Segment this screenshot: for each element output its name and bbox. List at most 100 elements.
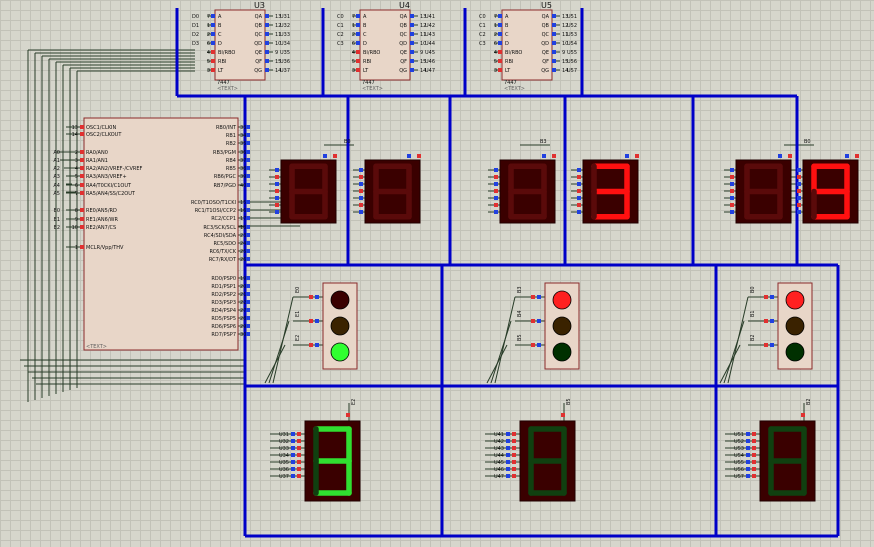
decoder-pin-num: 11 — [275, 32, 281, 38]
lamp-yellow — [785, 316, 805, 336]
top-display-net: B0 — [344, 139, 351, 145]
decoder-pin-name: QF — [400, 59, 407, 65]
pin-marker — [291, 453, 295, 457]
mcu-pin-name: RD2/PSP2 — [211, 292, 236, 298]
pin-marker — [531, 343, 535, 347]
bottom-display-pin: U56 — [734, 467, 744, 473]
pin-marker — [797, 182, 801, 186]
pin-marker — [506, 439, 510, 443]
decoder-pin-num: 15 — [275, 59, 281, 65]
pin-marker — [498, 14, 502, 18]
pin-marker — [275, 182, 279, 186]
decoder-out-net: U33 — [280, 32, 290, 38]
mcu-net-label: A0 — [53, 150, 60, 156]
bottom-display-pin: U41 — [494, 432, 504, 438]
decoder-pin-name: QA — [542, 14, 550, 20]
pin-marker — [80, 217, 84, 221]
decoder-pin-name: B — [505, 23, 509, 29]
decoder-pin-num: 11 — [562, 32, 568, 38]
bottom-display-pin: U57 — [734, 474, 744, 480]
mcu-pin-name: RD7/PSP7 — [211, 332, 236, 338]
lamp-green — [552, 342, 572, 362]
pin-marker — [291, 467, 295, 471]
pin-marker — [246, 158, 250, 162]
pin-marker — [410, 68, 414, 72]
mcu-body — [83, 117, 239, 351]
pin-marker — [246, 257, 250, 261]
pin-marker — [246, 150, 250, 154]
decoder-pin-num: 1 — [494, 23, 497, 29]
lamp-green — [330, 342, 350, 362]
pin-marker — [577, 168, 581, 172]
pin-marker — [410, 41, 414, 45]
bottom-display-pin: U31 — [279, 432, 289, 438]
decoder-pin-num: 3 — [352, 68, 355, 74]
decoder-pin-num: 1 — [207, 23, 210, 29]
decoder-pin-num: 12 — [420, 23, 426, 29]
mcu-pin-num: 39 — [240, 174, 246, 180]
pin-marker — [537, 319, 541, 323]
pin-marker — [359, 189, 363, 193]
lamp-red — [330, 290, 350, 310]
pin-marker — [552, 14, 556, 18]
bottom-display-net: B2 — [806, 398, 812, 405]
bottom-display-pin: U44 — [494, 453, 504, 459]
mcu-pin-num: 33 — [240, 125, 246, 131]
lamp-yellow — [552, 316, 572, 336]
pin-marker — [291, 432, 295, 436]
pin-marker — [246, 208, 250, 212]
decoder-in-net: C3 — [479, 41, 486, 47]
mcu-pin-name: RD0/PSP0 — [211, 276, 236, 282]
bottom-display-pin: U34 — [279, 453, 289, 459]
pin-marker — [275, 168, 279, 172]
pin-marker — [275, 175, 279, 179]
mcu-pin-name: RB2 — [226, 141, 236, 147]
decoder-pin-name: BI/RBO — [363, 50, 380, 56]
mcu-pin-name: RB3/PGM — [213, 150, 236, 156]
mcu-pin-num: 6 — [75, 183, 78, 189]
decoder-in-net: C1 — [479, 23, 486, 29]
pin-marker — [291, 439, 295, 443]
mcu-pin-name: RC2/CCP1 — [211, 216, 236, 222]
pin-marker — [506, 467, 510, 471]
pic-microcontroller[interactable]: OSC1/CLKIN13OSC2/CLKOUT14RA0/AN02A0RA1/A… — [53, 117, 250, 351]
mcu-pin-num: 21 — [240, 292, 246, 298]
pin-marker — [246, 174, 250, 178]
lamp-yellow — [330, 316, 350, 336]
pin-marker — [746, 432, 750, 436]
decoder-pin-num: 13 — [275, 14, 281, 20]
pin-marker — [246, 324, 250, 328]
decoder-out-net: U46 — [425, 59, 435, 65]
pin-marker — [80, 225, 84, 229]
pin-marker — [359, 168, 363, 172]
decoder-out-net: U45 — [425, 50, 435, 56]
decoder-pin-num: 13 — [420, 14, 426, 20]
mcu-pin-num: 34 — [240, 133, 246, 139]
pin-marker — [498, 59, 502, 63]
mcu-pin-name: RC7/RX/DT — [209, 257, 237, 263]
decoder-pin-num: 6 — [207, 41, 210, 47]
decoder-out-net: U51 — [567, 14, 577, 20]
decoder-name: U3 — [254, 1, 265, 10]
pin-marker — [246, 292, 250, 296]
pin-marker — [246, 284, 250, 288]
pin-marker — [246, 200, 250, 204]
pin-marker — [265, 41, 269, 45]
mcu-pin-name: RD5/PSP5 — [211, 316, 236, 322]
pin-marker — [577, 175, 581, 179]
bottom-display-pin: U47 — [494, 474, 504, 480]
pin-marker — [359, 203, 363, 207]
top-display-net: B3 — [540, 139, 547, 145]
mcu-pin-name: RA2/AN2/VREF-/CVREF — [86, 166, 143, 172]
decoder-out-net: U47 — [425, 68, 435, 74]
decoder-pin-name: QA — [255, 14, 263, 20]
decoder-pin-num: 2 — [494, 32, 497, 38]
pin-marker — [506, 446, 510, 450]
top-display-6 — [802, 159, 859, 224]
pin-marker — [746, 474, 750, 478]
decoder-out-net: U34 — [280, 41, 290, 47]
